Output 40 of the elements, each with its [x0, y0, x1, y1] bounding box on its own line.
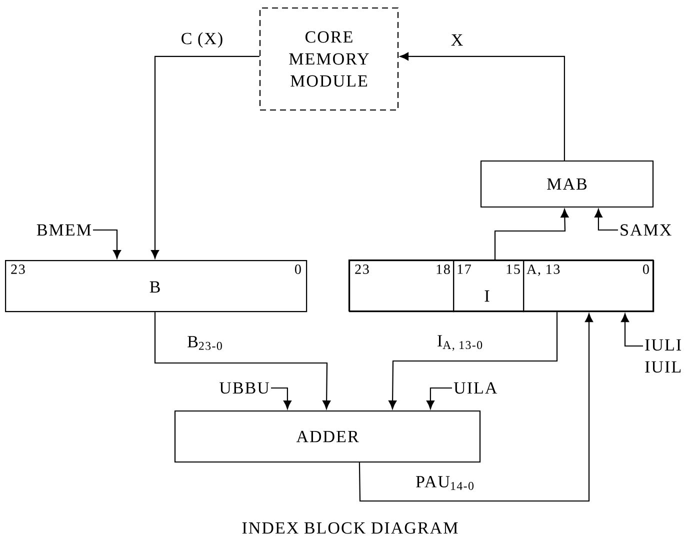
- edge-label: I$_{A, 13-0}$: [438, 335, 482, 351]
- edge-label: B$_{23-0}$: [188, 336, 222, 350]
- signal-name: BMEM: [36, 224, 91, 236]
- register-box: [5, 260, 308, 312]
- bit-number: 23: [11, 264, 25, 274]
- adder-box: ADDER: [174, 410, 481, 463]
- arrow: [400, 52, 565, 160]
- arrow: [621, 313, 643, 347]
- signal-name: SAMX: [620, 224, 672, 236]
- bit-number: 23: [355, 264, 369, 274]
- edge-label: PAU$_{14-0}$: [416, 476, 474, 490]
- register-box: [348, 259, 654, 312]
- register-box: MAB: [480, 160, 654, 208]
- register-field: [523, 260, 654, 312]
- memory-module-box: CORE MEMORY MODULE: [259, 7, 399, 111]
- register-field: [349, 260, 454, 312]
- edge-label: C (X): [182, 32, 222, 48]
- register-name: B: [150, 281, 160, 293]
- caption: INDEX BLOCK DIAGRAM: [242, 522, 458, 534]
- bit-number: 18: [436, 264, 450, 274]
- arrow: [358, 313, 593, 502]
- arrow: [93, 229, 121, 259]
- arrow: [494, 208, 569, 260]
- register-field: [453, 260, 524, 312]
- bit-number: 0: [295, 264, 301, 274]
- arrow: [594, 208, 618, 231]
- bit-number: A, 13: [526, 264, 560, 276]
- signal-name: UBBU: [220, 382, 270, 394]
- arrow: [388, 312, 558, 410]
- signal-name: UILA: [454, 382, 498, 394]
- bit-number: 17: [458, 264, 471, 274]
- register-name: I: [484, 290, 490, 302]
- arrow: [151, 56, 260, 259]
- bit-number: 15: [506, 264, 520, 274]
- edge-label: X: [451, 34, 463, 46]
- bit-number: 0: [643, 264, 649, 274]
- arrow: [271, 387, 292, 410]
- arrow: [426, 387, 452, 410]
- arrow: [154, 312, 331, 410]
- signal-name: IULI IUIL: [645, 339, 681, 373]
